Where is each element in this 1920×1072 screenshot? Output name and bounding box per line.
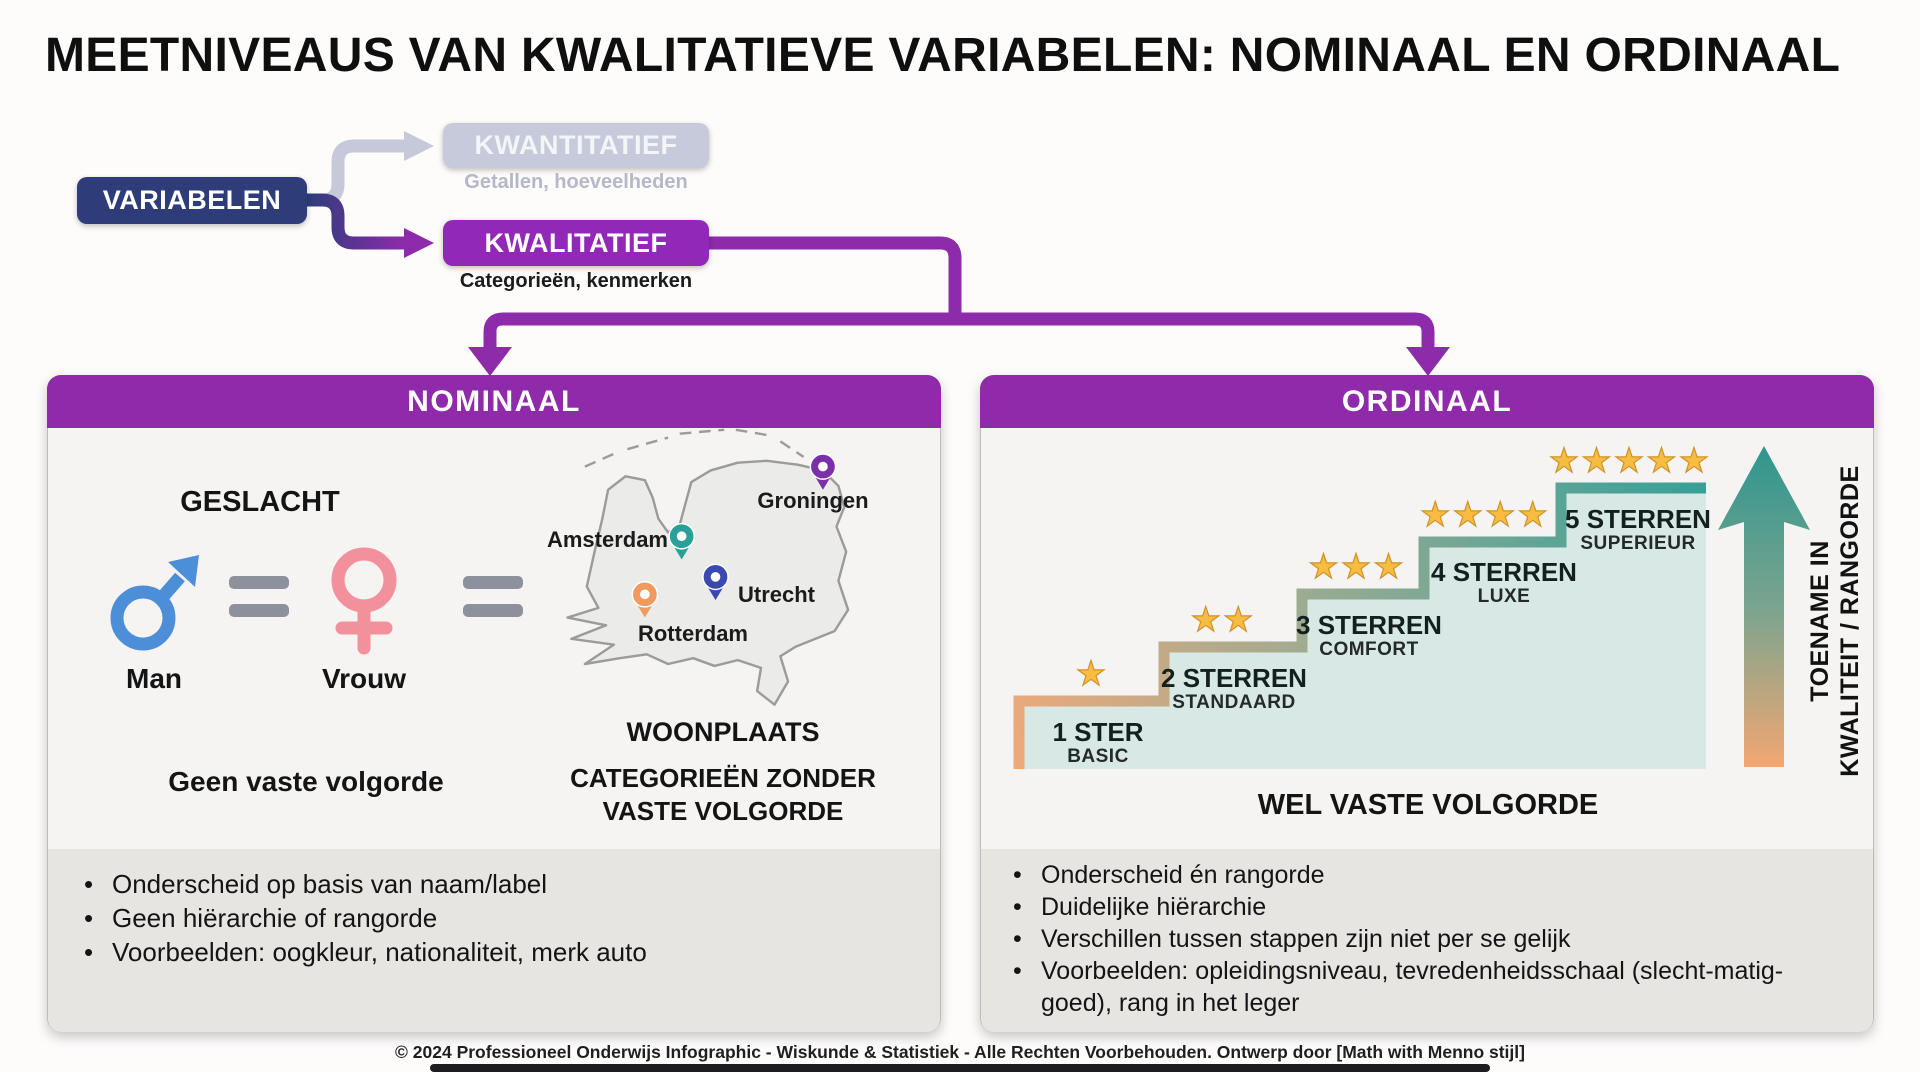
equals-icon bbox=[229, 576, 289, 617]
bullet-item: Onderscheid én rangorde bbox=[1005, 859, 1805, 891]
kwalitatief-sublabel: Categorieën, kenmerken bbox=[459, 270, 693, 292]
city-label-amsterdam: Amsterdam bbox=[546, 527, 668, 552]
woonplaats-title: WOONPLAATS bbox=[626, 717, 820, 747]
city-label-utrecht: Utrecht bbox=[738, 582, 816, 607]
branch-to-kwantitatief-arrow bbox=[307, 131, 434, 207]
kwantitatief-sublabel: Getallen, hoeveelheden bbox=[464, 171, 688, 193]
ordinal-header: ORDINAAL bbox=[980, 375, 1874, 428]
step-sublabel-5: SUPERIEUR bbox=[1580, 533, 1696, 554]
arrowhead-down-ordinaal-icon bbox=[1406, 347, 1450, 376]
nominal-bullets: Onderscheid op basis van naam/label Geen… bbox=[76, 867, 906, 969]
nominal-note: Geen vaste volgorde bbox=[168, 766, 444, 797]
star-row-5: ★★★★★ bbox=[1548, 441, 1712, 480]
branch-to-kwalitatief-arrow bbox=[307, 193, 434, 258]
ordinal-bullets: Onderscheid én rangorde Duidelijke hiëra… bbox=[1005, 859, 1805, 1019]
step-label-3: 3 STERREN bbox=[1296, 610, 1442, 640]
arrow-axis-label-line1: TOENAME IN bbox=[1806, 540, 1834, 702]
ordinal-panel: ORDINAAL ★ ★★ ★★★ ★★★★ ★★★★★ 1 STER BASI… bbox=[980, 375, 1874, 1032]
amsterdam-pin-icon bbox=[668, 522, 695, 560]
equals-icon bbox=[463, 576, 523, 617]
city-label-groningen: Groningen bbox=[757, 488, 869, 513]
male-icon bbox=[110, 555, 199, 651]
staircase-svg bbox=[1013, 482, 1706, 769]
nominal-summary-section: Onderscheid op basis van naam/label Geen… bbox=[48, 849, 940, 1032]
arrow-axis-label: TOENAME IN KWALITEIT / RANGORDE bbox=[1805, 461, 1869, 781]
quality-arrow-icon bbox=[1718, 446, 1810, 767]
step-label-2: 2 STERREN bbox=[1161, 663, 1307, 693]
variabelen-label: VARIABELEN bbox=[102, 185, 282, 215]
kwantitatief-label: KWANTITATIEF bbox=[474, 130, 678, 160]
stair-fill bbox=[1019, 488, 1706, 769]
arrow-axis-label-line2: KWALITEIT / RANGORDE bbox=[1836, 465, 1864, 777]
ordinal-note: WEL VASTE VOLGORDE bbox=[1257, 789, 1599, 821]
star-row-4: ★★★★ bbox=[1419, 495, 1550, 534]
step-sublabel-4: LUXE bbox=[1477, 586, 1531, 607]
rotterdam-pin-icon bbox=[631, 581, 659, 618]
star-row-3: ★★★ bbox=[1308, 547, 1406, 586]
bullet-item: Verschillen tussen stappen zijn niet per… bbox=[1005, 923, 1805, 955]
female-icon bbox=[331, 547, 397, 655]
nominal-header: NOMINAAL bbox=[47, 375, 941, 428]
kwalitatief-out-line bbox=[707, 236, 962, 319]
utrecht-pin-icon bbox=[702, 563, 729, 601]
bullet-item: Duidelijke hiërarchie bbox=[1005, 891, 1805, 923]
step-sublabel-3: COMFORT bbox=[1319, 639, 1419, 660]
kwalitatief-box: KWALITATIEF bbox=[443, 220, 709, 266]
map-subtitle: CATEGORIEËN ZONDER VASTE VOLGORDE bbox=[570, 763, 876, 826]
geslacht-title: GESLACHT bbox=[180, 486, 340, 518]
star-row-2: ★★ bbox=[1190, 600, 1256, 639]
star-row-1: ★ bbox=[1075, 654, 1109, 693]
man-label: Man bbox=[126, 663, 182, 694]
step-label-4: 4 STERREN bbox=[1431, 557, 1577, 587]
vrouw-label: Vrouw bbox=[321, 663, 406, 694]
stair-edge bbox=[1013, 482, 1706, 769]
bullet-item: Geen hiërarchie of rangorde bbox=[76, 901, 906, 935]
step-label-1: 1 STER bbox=[1052, 717, 1144, 747]
ordinal-summary-section: Onderscheid én rangorde Duidelijke hiëra… bbox=[981, 849, 1873, 1032]
kwalitatief-label: KWALITATIEF bbox=[484, 227, 668, 258]
arrowhead-right-icon bbox=[404, 131, 434, 161]
split-bar-line bbox=[483, 312, 1435, 349]
gender-symbols-svg bbox=[110, 547, 523, 655]
step-label-5: 5 STERREN bbox=[1565, 504, 1711, 534]
bullet-item: Voorbeelden: opleidingsniveau, tevredenh… bbox=[1005, 955, 1805, 1019]
bullet-item: Voorbeelden: oogkleur, nationaliteit, me… bbox=[76, 935, 906, 969]
city-label-rotterdam: Rotterdam bbox=[637, 621, 748, 646]
groningen-pin-icon bbox=[809, 453, 837, 490]
bullet-item: Onderscheid op basis van naam/label bbox=[76, 867, 906, 901]
wadden-islands-dashes bbox=[584, 428, 805, 468]
variabelen-box: VARIABELEN bbox=[77, 177, 307, 224]
page-title: MEETNIVEAUS VAN KWALITATIEVE VARIABELEN:… bbox=[45, 29, 1841, 82]
footer-credit: © 2024 Professioneel Onderwijs Infograph… bbox=[395, 1042, 1525, 1062]
step-sublabel-1: BASIC bbox=[1067, 746, 1129, 767]
netherlands-map-svg bbox=[566, 428, 850, 706]
flow-connector-svg bbox=[307, 131, 1450, 376]
nominal-panel: NOMINAAL GESLACHT Man Vro bbox=[47, 375, 941, 1032]
arrowhead-down-nominaal-icon bbox=[468, 347, 512, 376]
step-sublabel-2: STANDAARD bbox=[1172, 692, 1296, 713]
kwantitatief-box: KWANTITATIEF bbox=[443, 123, 709, 168]
bottom-bar bbox=[430, 1064, 1490, 1072]
arrowhead-right-icon bbox=[404, 228, 434, 258]
